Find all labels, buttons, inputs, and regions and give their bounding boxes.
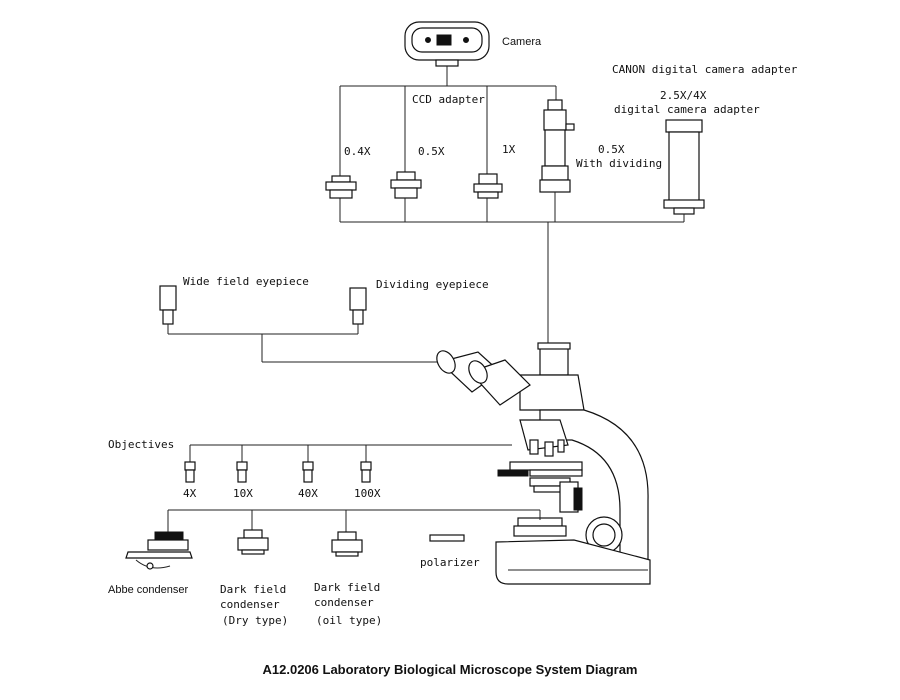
objective-100x-label: 100X <box>354 487 381 500</box>
ccd-option-04x: 0.4X <box>344 145 371 158</box>
wide-field-eyepiece-icon <box>159 285 177 325</box>
adapter-bus-line <box>340 192 685 345</box>
polarizer-label: polarizer <box>420 556 480 569</box>
ccd-adapter-label: CCD adapter <box>412 93 485 106</box>
dark-dry-label-1: Dark field <box>220 583 286 596</box>
objective-10x-icon <box>236 461 248 483</box>
dark-oil-label-3: (oil type) <box>316 614 382 627</box>
objective-10x-label: 10X <box>233 487 253 500</box>
ccd-adapter-04x-icon <box>325 175 357 199</box>
ccd-option-05x: 0.5X <box>418 145 445 158</box>
ccd-adapter-05x-icon <box>390 171 422 199</box>
microscope-icon <box>436 342 651 585</box>
ccd-adapter-1x-icon <box>473 173 503 199</box>
dividing-eyepiece-icon <box>349 287 367 325</box>
objective-4x-label: 4X <box>183 487 197 500</box>
dark-dry-label-3: (Dry type) <box>222 614 288 627</box>
ccd-option-1x: 1X <box>502 143 516 156</box>
dark-dry-label-2: condenser <box>220 598 280 611</box>
canon-adapter-icon <box>663 119 705 215</box>
dividing-adapter-icon <box>539 99 575 193</box>
objective-40x-icon <box>302 461 314 483</box>
dividing-adapter-label-2: With dividing <box>576 157 662 170</box>
dark-oil-label-1: Dark field <box>314 581 380 594</box>
abbe-condenser-icon <box>125 531 193 570</box>
objective-40x-label: 40X <box>298 487 318 500</box>
camera-label: Camera <box>502 36 542 48</box>
objective-4x-icon <box>184 461 196 483</box>
dark-oil-label-2: condenser <box>314 596 374 609</box>
objectives-connector <box>189 444 512 462</box>
canon-adapter-label: CANON digital camera adapter <box>612 63 798 76</box>
dividing-adapter-label-1: 0.5X <box>598 143 625 156</box>
canon-adapter-sub-1: 2.5X/4X <box>660 89 707 102</box>
diagram-title: A12.0206 Laboratory Biological Microscop… <box>263 662 638 677</box>
condensers-connector <box>167 509 541 532</box>
canon-adapter-sub-2: digital camera adapter <box>614 103 760 116</box>
objectives-label: Objectives <box>108 438 174 451</box>
dividing-eyepiece-label: Dividing eyepiece <box>376 278 489 291</box>
dark-field-oil-condenser-icon <box>331 531 363 557</box>
eyepiece-connector <box>167 324 448 363</box>
polarizer-icon <box>429 534 465 542</box>
camera-connector <box>339 66 557 222</box>
abbe-condenser-label: Abbe condenser <box>108 584 188 596</box>
objective-100x-icon <box>360 461 372 483</box>
camera-icon <box>404 21 490 67</box>
wide-field-eyepiece-label: Wide field eyepiece <box>183 275 309 288</box>
dark-field-dry-condenser-icon <box>237 529 269 555</box>
